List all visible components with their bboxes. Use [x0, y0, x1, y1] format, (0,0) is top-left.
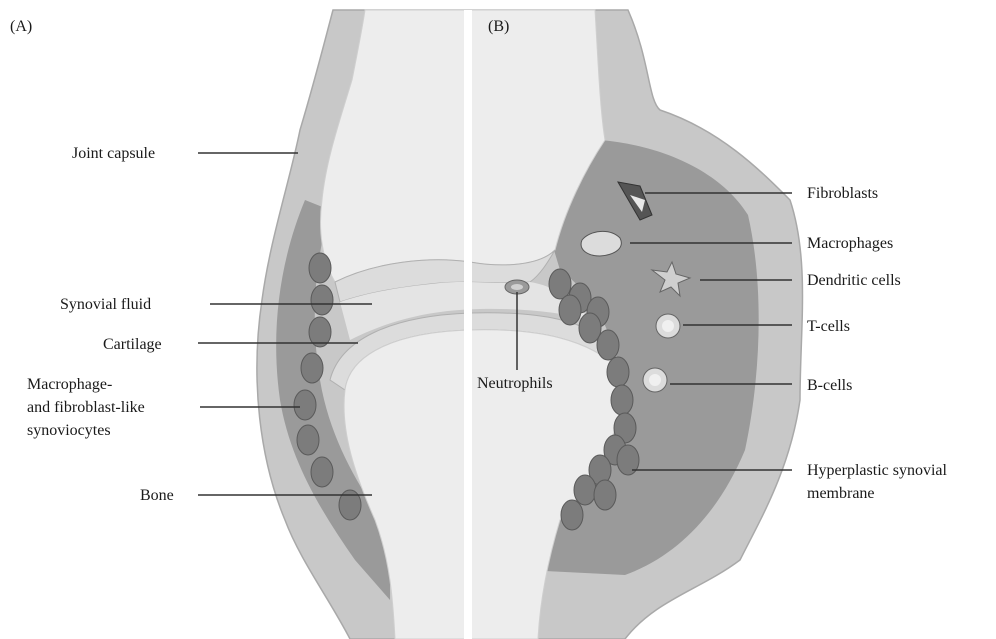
label-synoviocytes-line3: synoviocytes [27, 421, 111, 440]
label-fibroblasts: Fibroblasts [807, 184, 878, 203]
label-hyperplastic-line1: Hyperplastic synovial [807, 461, 947, 480]
label-b-cells: B-cells [807, 376, 852, 395]
panel-divider [464, 10, 472, 639]
label-joint-capsule: Joint capsule [72, 144, 155, 163]
label-bone: Bone [140, 486, 174, 505]
label-neutrophils: Neutrophils [477, 374, 553, 393]
label-synoviocytes-line1: Macrophage- [27, 375, 112, 394]
label-cartilage: Cartilage [103, 335, 162, 354]
label-synovial-fluid: Synovial fluid [60, 295, 151, 314]
panel-a-label: (A) [10, 18, 32, 36]
label-synoviocytes-line2: and fibroblast-like [27, 398, 145, 417]
panel-b-label: (B) [488, 18, 509, 36]
label-t-cells: T-cells [807, 317, 850, 336]
label-macrophages: Macrophages [807, 234, 893, 253]
label-dendritic-cells: Dendritic cells [807, 271, 901, 290]
macrophage-cell [581, 231, 621, 256]
label-hyperplastic-line2: membrane [807, 484, 875, 503]
